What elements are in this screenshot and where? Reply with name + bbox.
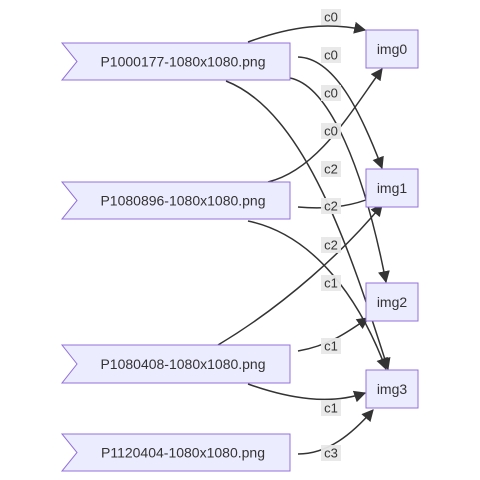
- target-node-label: img0: [377, 41, 408, 57]
- edges-layer: [217, 21, 391, 455]
- edge-label-background: [321, 47, 341, 63]
- edge-label-text: c2: [324, 238, 338, 253]
- target-node[interactable]: img3: [365, 369, 419, 409]
- edge-label-text: c2: [324, 162, 338, 177]
- source-node-label: P1120404-1080x1080.png: [101, 445, 265, 461]
- edge-label-text: c0: [324, 48, 338, 63]
- source-node-label: P1080896-1080x1080.png: [100, 193, 265, 209]
- edge-label-text: c1: [324, 401, 338, 416]
- source-node[interactable]: P1120404-1080x1080.png: [60, 433, 291, 472]
- target-node-label: img1: [377, 180, 408, 196]
- edge-label-text: c0: [324, 86, 338, 101]
- edge-label: c1: [321, 338, 341, 354]
- edge-label-text: c1: [324, 276, 338, 291]
- source-node-label: P1080408-1080x1080.png: [100, 356, 265, 372]
- edge-label-background: [321, 9, 341, 25]
- edge-label-background: [321, 445, 341, 461]
- target-node-label: img2: [377, 294, 408, 310]
- source-node-label: P1000177-1080x1080.png: [100, 54, 265, 70]
- edge-label-background: [321, 123, 341, 139]
- source-node[interactable]: P1080408-1080x1080.png: [60, 344, 291, 384]
- target-node[interactable]: img1: [365, 168, 419, 208]
- target-nodes: img0 img1 img2 img3: [365, 29, 419, 409]
- edge-label: c0: [321, 47, 341, 63]
- target-node[interactable]: img2: [365, 282, 419, 322]
- edge-label-text: c2: [324, 199, 338, 214]
- edge-label: c1: [321, 400, 341, 416]
- source-nodes: P1000177-1080x1080.png P1080896-1080x108…: [60, 42, 291, 472]
- target-node-label: img3: [377, 381, 408, 397]
- edge-label: c0: [321, 85, 341, 101]
- edge-label: c0: [321, 123, 341, 139]
- edge-arrow: [247, 220, 388, 371]
- edge-label: c1: [321, 275, 341, 291]
- edge-labels-layer: c0 c0 c0 c0 c2 c2 c2 c1 c1 c1 c3: [321, 9, 341, 461]
- edge-label: c3: [321, 445, 341, 461]
- edge-label-background: [321, 85, 341, 101]
- source-node[interactable]: P1000177-1080x1080.png: [60, 42, 291, 81]
- edge-label-text: c0: [324, 10, 338, 25]
- edge-label-text: c1: [324, 339, 338, 354]
- edge-label-background: [321, 237, 341, 253]
- edge-label-background: [321, 161, 341, 177]
- edge-arrow: [217, 204, 383, 346]
- edge-arrow: [297, 409, 374, 455]
- edge-arrow: [297, 56, 384, 170]
- edge-label: c2: [321, 237, 341, 253]
- edge-arrow: [247, 21, 367, 43]
- edge-label: c2: [321, 198, 341, 214]
- target-node[interactable]: img0: [365, 29, 419, 69]
- edge-arrow: [289, 77, 390, 284]
- edge-label-text: c0: [324, 124, 338, 139]
- edge-label-background: [321, 198, 341, 214]
- edge-arrow: [247, 383, 367, 403]
- edge-label-text: c3: [324, 446, 338, 461]
- source-node[interactable]: P1080896-1080x1080.png: [60, 181, 291, 220]
- edge-label-background: [321, 338, 341, 354]
- edge-label: c0: [321, 9, 341, 25]
- edge-label: c2: [321, 161, 341, 177]
- edge-arrow: [297, 317, 369, 352]
- edge-label-background: [321, 275, 341, 291]
- edge-label-background: [321, 400, 341, 416]
